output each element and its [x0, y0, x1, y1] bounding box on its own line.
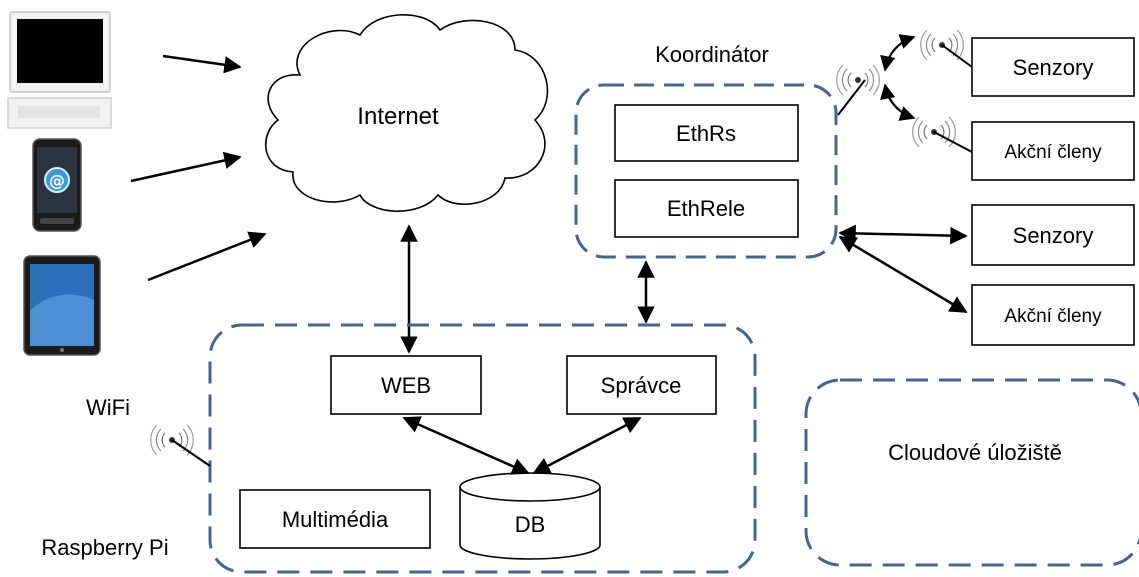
- multimedia-label: Multimédia: [282, 507, 389, 532]
- multimedia-box: Multimédia: [239, 489, 431, 549]
- web-db-arrow: [402, 416, 530, 475]
- sensors-wireless-box: Senzory: [971, 37, 1135, 97]
- coordinator-antenna-line: [837, 79, 866, 116]
- wireless-sensor-arrow: [880, 34, 916, 72]
- db-label: DB: [515, 512, 546, 537]
- actuators-wired-box: Akční členy: [971, 284, 1135, 346]
- spravce-label: Správce: [601, 373, 682, 398]
- spravce-db-arrow: [532, 416, 642, 475]
- svg-text:@: @: [49, 171, 65, 190]
- wifi-label: WiFi: [86, 395, 130, 420]
- web-box: WEB: [330, 355, 482, 415]
- coordinator-container: [574, 83, 838, 259]
- web-label: WEB: [381, 373, 431, 398]
- internet-cloud: Internet: [264, 13, 549, 212]
- sensors-wired-label: Senzory: [1013, 223, 1094, 248]
- smartphone-icon: @: [32, 138, 82, 232]
- computer-icon: [7, 11, 112, 129]
- tablet-internet-arrow: [147, 231, 267, 282]
- raspberry-label: Raspberry Pi: [41, 535, 168, 560]
- ethrs-box: EthRs: [614, 104, 799, 162]
- coordinator-label: Koordinátor: [655, 42, 769, 67]
- wireless-actuator-arrow: [880, 83, 916, 121]
- wifi-antenna-line: [171, 439, 211, 467]
- internet-label: Internet: [357, 103, 439, 130]
- cloud-storage-label: Cloudové úložiště: [888, 440, 1062, 465]
- raspberry-container: [208, 323, 757, 574]
- sensors-wireless-label: Senzory: [1013, 55, 1094, 80]
- ethrs-label: EthRs: [676, 121, 736, 146]
- actuator-antenna-line: [933, 131, 973, 153]
- computer-internet-arrow: [162, 54, 242, 74]
- sensor-antenna-line: [941, 44, 973, 68]
- ethrele-box: EthRele: [614, 179, 799, 238]
- coordinator-sensors-arrow: [838, 224, 968, 245]
- cloud-storage-container: [804, 378, 1139, 567]
- spravce-box: Správce: [566, 355, 717, 415]
- actuators-wireless-box: Akční členy: [971, 121, 1135, 181]
- actuators-wireless-label: Akční členy: [1004, 142, 1102, 163]
- ethrele-label: EthRele: [667, 196, 745, 221]
- coordinator-actuators-arrow: [838, 235, 968, 314]
- db-cylinder: DB: [459, 472, 601, 560]
- actuators-wired-label: Akční členy: [1004, 306, 1102, 327]
- tablet-icon: [23, 255, 101, 356]
- phone-internet-arrow: [130, 151, 242, 183]
- sensors-wired-box: Senzory: [971, 204, 1135, 266]
